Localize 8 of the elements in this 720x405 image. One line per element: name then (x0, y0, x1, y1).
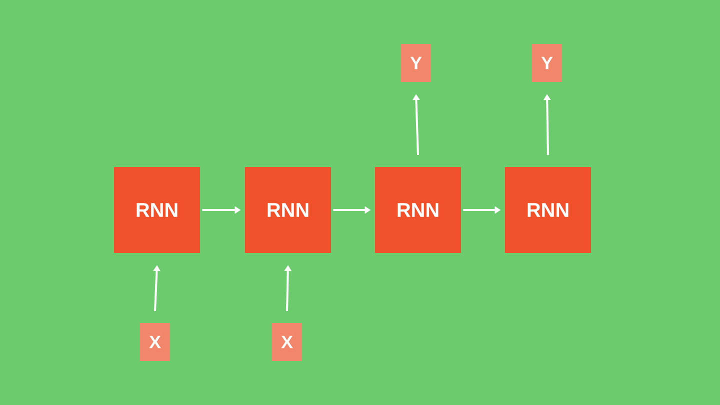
io-box: Y (401, 44, 431, 82)
io-box: X (140, 323, 170, 361)
io-box: Y (532, 44, 562, 82)
io-box: X (272, 323, 302, 361)
rnn-box: RNN (245, 167, 331, 253)
rnn-box: RNN (505, 167, 591, 253)
rnn-box: RNN (114, 167, 200, 253)
rnn-box: RNN (375, 167, 461, 253)
